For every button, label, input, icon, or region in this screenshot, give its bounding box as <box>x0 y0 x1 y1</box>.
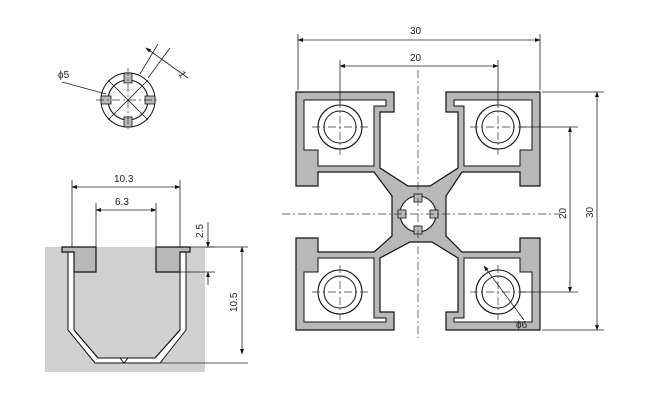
overall-height-label: 30 <box>585 206 596 218</box>
hole-pitch-h-label: 20 <box>410 53 422 64</box>
slot-section-fill <box>45 247 205 372</box>
core-wall-label: 1 <box>176 69 188 80</box>
overall-width-label: 30 <box>410 26 422 37</box>
hole-dia-label: ϕ6 <box>516 320 528 331</box>
hole-pitch-v-label: 20 <box>558 207 569 219</box>
slot-outer-label: 10.3 <box>114 174 134 185</box>
core-dia-label: ϕ5 <box>58 70 70 81</box>
core-detail: ϕ5 1 <box>58 43 189 132</box>
slot-inner-label: 6.3 <box>115 197 129 208</box>
slot-lip-label: 2.5 <box>195 224 206 238</box>
main-dimensions: 30 20 20 30 ϕ6 <box>297 26 604 331</box>
profile-main <box>282 70 560 338</box>
slot-depth-label: 10.5 <box>229 292 240 312</box>
slot-section: 10.3 6.3 2.5 10.5 <box>45 174 248 372</box>
